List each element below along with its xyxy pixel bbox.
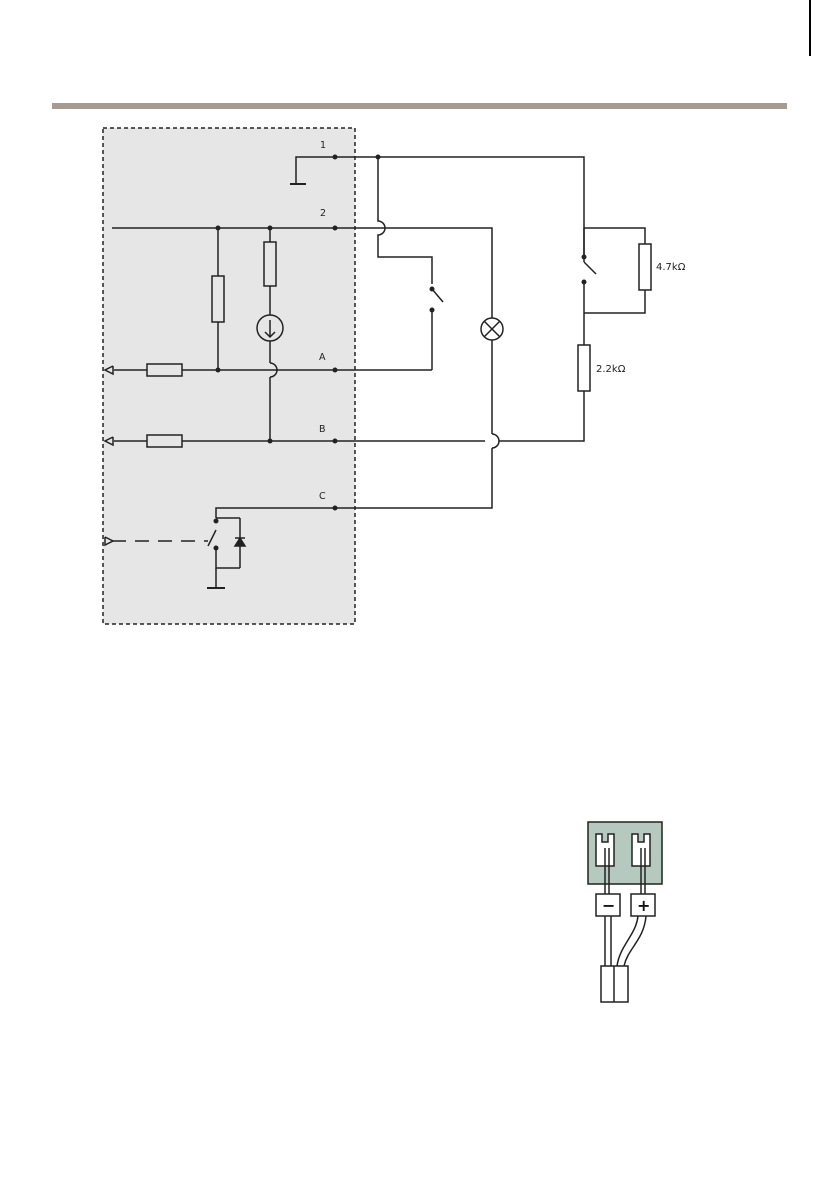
resistor-22k-label: 2.2kΩ <box>596 364 626 375</box>
resistor-22k <box>578 345 590 391</box>
terminal-label-2: 2 <box>320 208 326 219</box>
plus-label: + <box>637 896 650 915</box>
switch-contact-a <box>432 289 443 302</box>
terminal-label-1: 1 <box>320 140 326 151</box>
power-connector <box>588 822 662 1002</box>
resistor-47k <box>639 244 651 290</box>
resistor-b <box>147 435 182 447</box>
terminal-label-b: B <box>319 424 326 435</box>
minus-label: − <box>602 896 615 915</box>
wire-1-to-switch <box>378 157 432 284</box>
resistor-a <box>147 364 182 376</box>
terminal-label-c: C <box>319 491 326 502</box>
wire-47k-loop <box>584 228 645 244</box>
wire-47k-bottom <box>584 290 645 313</box>
switch-contact-right <box>584 262 596 274</box>
wire-2-hop-b <box>492 434 499 448</box>
terminal-label-a: A <box>319 352 326 363</box>
device-boundary <box>103 128 355 624</box>
resistor-47k-label: 4.7kΩ <box>656 262 686 273</box>
wire-b-to-22k <box>499 391 584 441</box>
